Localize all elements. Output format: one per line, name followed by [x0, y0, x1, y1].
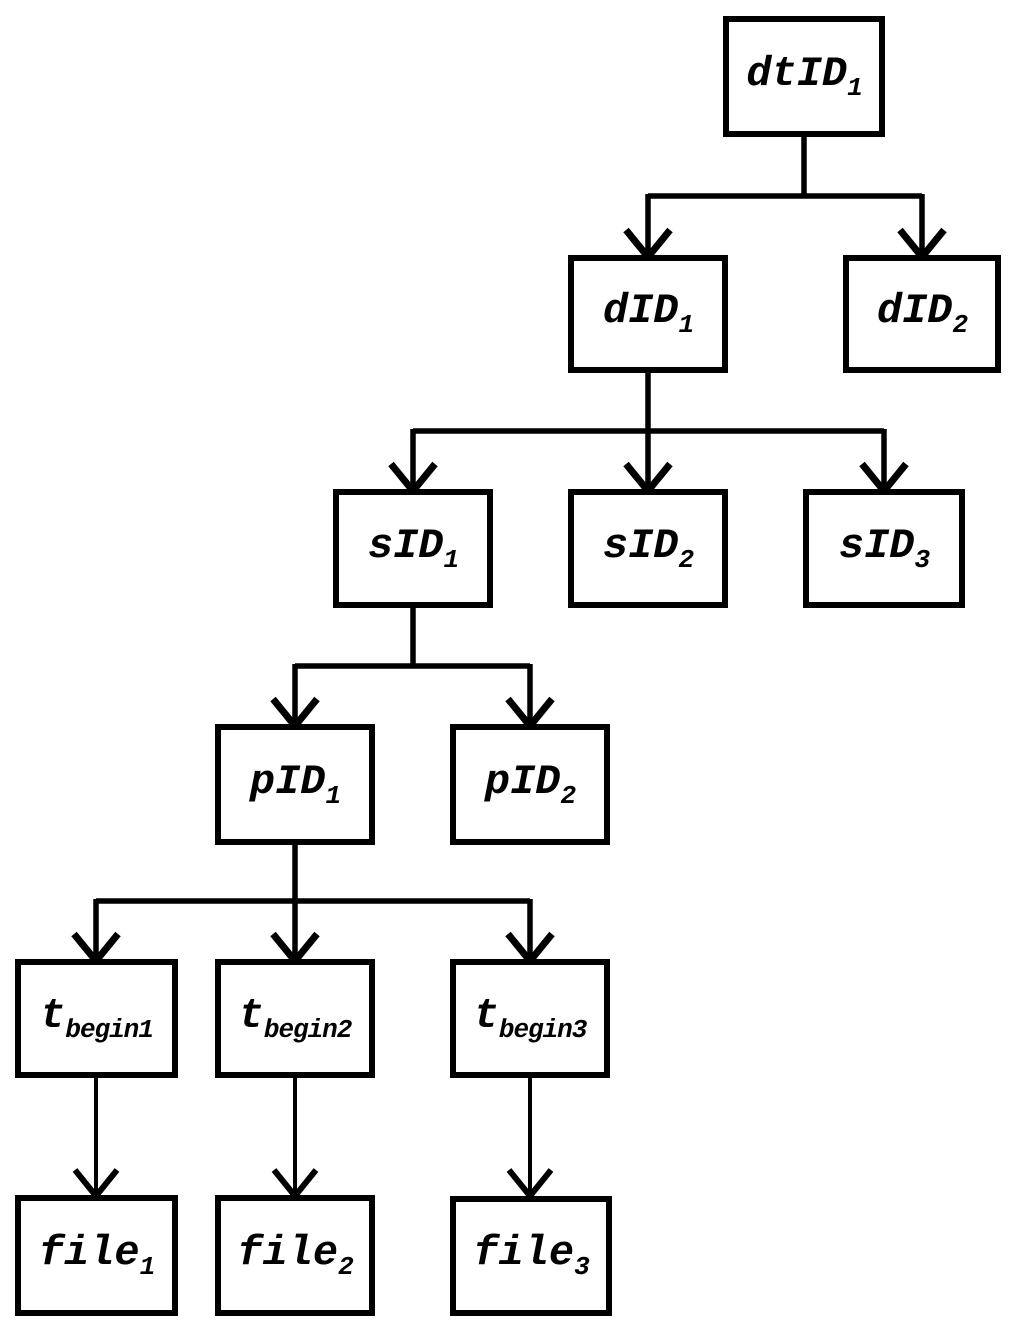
node-tbegin1-main: t	[40, 991, 66, 1040]
node-tbegin3: tbegin3	[450, 959, 610, 1078]
node-pid1-label: pID1	[249, 757, 342, 811]
node-tbegin3-label: tbegin3	[473, 991, 588, 1045]
node-tbegin2: tbegin2	[215, 959, 375, 1078]
node-tbegin1: tbegin1	[15, 959, 178, 1078]
node-did1: dID1	[568, 255, 728, 373]
edge-pid1-children	[71, 841, 555, 967]
node-tbegin2-label: tbegin2	[238, 991, 353, 1045]
node-tbegin3-sub: begin3	[498, 1014, 588, 1045]
node-tbegin2-main: t	[238, 991, 264, 1040]
node-sid2-main: sID	[602, 521, 679, 570]
edge-tbegin3-file3	[506, 1076, 554, 1201]
node-did2-main: dID	[876, 287, 953, 336]
node-sid3-sub: 3	[914, 544, 931, 575]
node-sid3-main: sID	[838, 521, 915, 570]
node-tbegin2-sub: begin2	[263, 1014, 353, 1045]
node-file3-sub: 3	[574, 1251, 590, 1282]
node-sid1-label: sID1	[367, 521, 460, 575]
node-pid2-main: pID	[484, 757, 561, 806]
node-dtid1-sub: 1	[847, 72, 863, 103]
node-file3-main: file	[473, 1229, 575, 1278]
node-dtid1: dtID1	[723, 16, 885, 137]
node-file1-sub: 1	[139, 1251, 156, 1282]
node-did1-main: dID	[602, 287, 679, 336]
edge-sid1-children	[270, 606, 555, 732]
node-pid2-sub: 2	[560, 780, 577, 811]
node-file3-label: file3	[473, 1229, 590, 1282]
node-pid2-label: pID2	[484, 757, 577, 811]
node-did2-sub: 2	[952, 309, 969, 340]
node-tbegin1-label: tbegin1	[40, 991, 154, 1045]
node-sid2-sub: 2	[678, 544, 695, 575]
node-file1: file1	[15, 1195, 178, 1316]
node-file2-sub: 2	[338, 1251, 354, 1282]
edge-tbegin2-file2	[271, 1076, 319, 1201]
node-sid1: sID1	[333, 489, 493, 608]
node-sid1-main: sID	[367, 521, 444, 570]
node-did1-label: dID1	[602, 287, 695, 340]
node-pid1: pID1	[215, 724, 375, 845]
node-file2-main: file	[237, 1228, 339, 1277]
node-sid2-label: sID2	[602, 521, 695, 575]
node-pid1-sub: 1	[325, 780, 342, 811]
node-sid2: sID2	[568, 489, 728, 608]
node-tbegin3-main: t	[473, 991, 499, 1040]
node-did2-label: dID2	[876, 287, 969, 340]
node-file2-label: file2	[237, 1228, 354, 1282]
edge-did1-children	[388, 371, 909, 497]
node-file3: file3	[450, 1196, 612, 1316]
edge-tbegin1-file1	[72, 1076, 120, 1201]
node-sid1-sub: 1	[443, 544, 460, 575]
node-did2: dID2	[843, 255, 1001, 373]
node-file1-label: file1	[38, 1228, 156, 1282]
node-sid3: sID3	[803, 489, 965, 608]
node-did1-sub: 1	[678, 309, 695, 340]
node-dtid1-label: dtID1	[746, 49, 863, 103]
node-dtid1-main: dtID	[746, 49, 848, 98]
node-tbegin1-sub: begin1	[65, 1014, 154, 1045]
node-pid1-main: pID	[249, 757, 326, 806]
node-file1-main: file	[38, 1228, 140, 1277]
node-file2: file2	[215, 1195, 375, 1316]
node-sid3-label: sID3	[838, 521, 931, 575]
edge-dtid1-children	[623, 135, 947, 263]
node-pid2: pID2	[450, 724, 610, 845]
